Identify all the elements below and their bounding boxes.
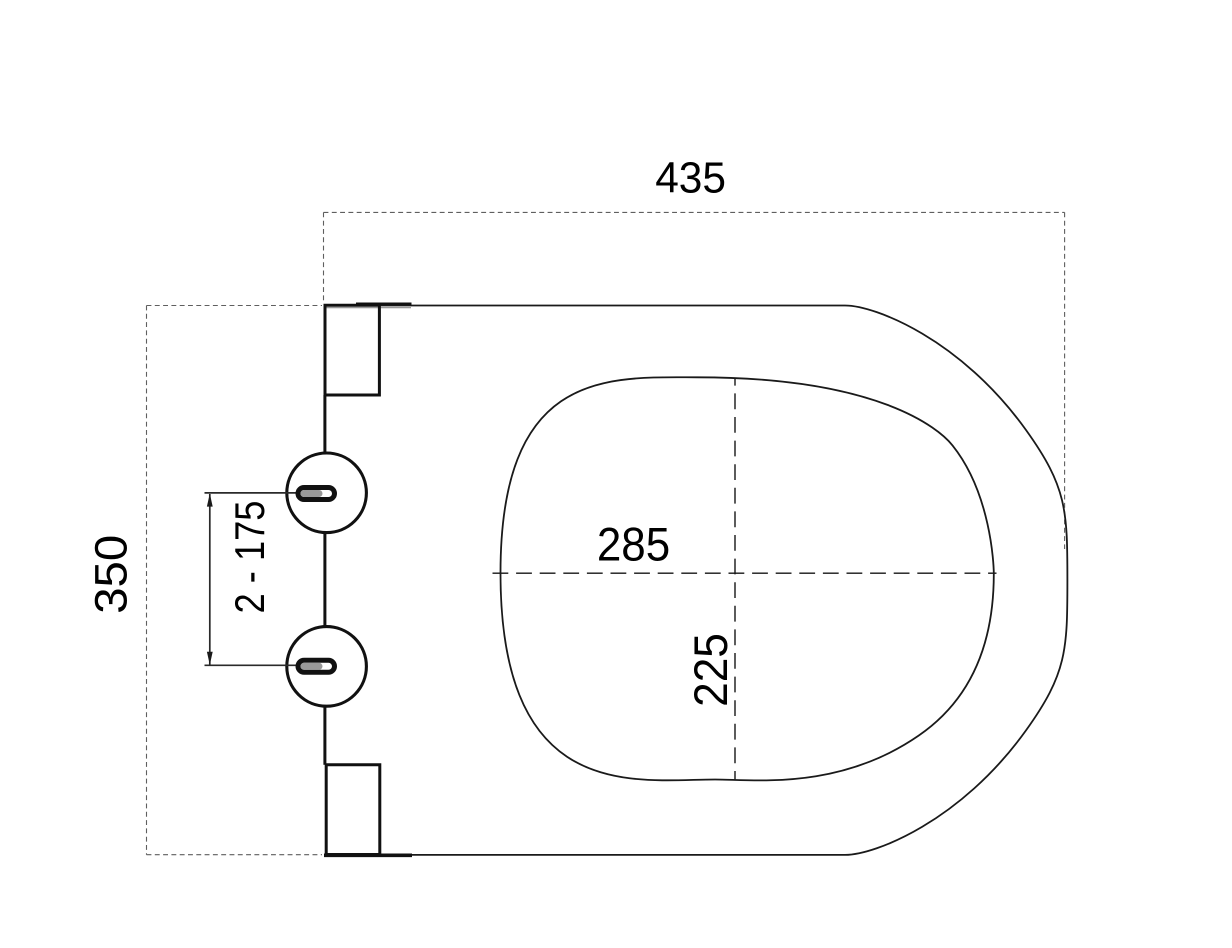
svg-text:225: 225 [684,633,737,707]
svg-text:350: 350 [85,535,136,614]
svg-text:285: 285 [597,517,670,570]
svg-text:2 - 175: 2 - 175 [226,501,273,614]
svg-text:435: 435 [655,155,726,203]
